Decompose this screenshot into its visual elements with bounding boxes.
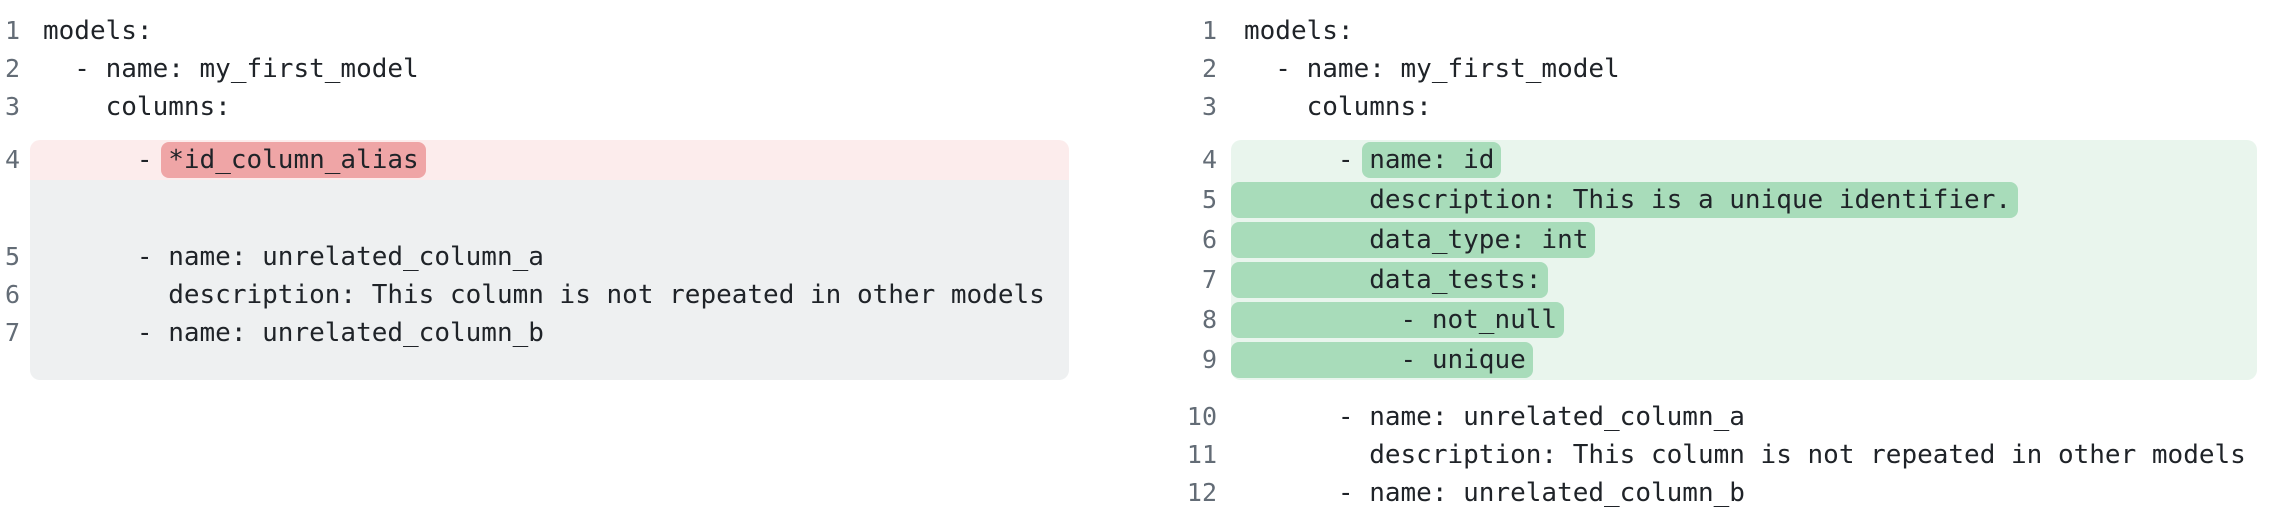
code-line: 5 - name: unrelated_column_a xyxy=(0,238,1139,276)
added-line: 9 - unique xyxy=(1139,340,2278,380)
code-line: 7 - name: unrelated_column_b xyxy=(0,314,1139,352)
code-prefix: - xyxy=(1244,145,1370,175)
code-text: - not_null xyxy=(1231,300,2257,340)
line-number: 3 xyxy=(4,92,20,121)
code-line: 6 description: This column is not repeat… xyxy=(0,276,1139,314)
line-number: 1 xyxy=(4,16,20,45)
code-text: models: xyxy=(43,16,153,46)
line-number-empty xyxy=(0,180,20,220)
line-number: 7 xyxy=(1201,265,1217,294)
line-number: 4 xyxy=(4,145,20,174)
code-line: 1 models: xyxy=(0,12,1139,50)
code-text: - name: id xyxy=(1231,140,2257,180)
code-text: - unique xyxy=(1231,340,2257,380)
diff-pane-before: 1 models: 2 - name: my_first_model 3 col… xyxy=(0,12,1139,512)
line-number: 5 xyxy=(4,242,20,271)
added-line: 8 - not_null xyxy=(1139,300,2278,340)
added-line: 5 description: This is a unique identifi… xyxy=(1139,180,2278,220)
line-number: 2 xyxy=(4,54,20,83)
line-number: 1 xyxy=(1201,16,1217,45)
line-number: 8 xyxy=(1201,305,1217,334)
added-line: 6 data_type: int xyxy=(1139,220,2278,260)
code-text: models: xyxy=(1244,16,1354,46)
added-line: 7 data_tests: xyxy=(1139,260,2278,300)
code-prefix: - xyxy=(43,145,169,175)
code-line: 2 - name: my_first_model xyxy=(1139,50,2278,88)
code-text: - *id_column_alias xyxy=(30,140,1069,180)
added-token: - not_null xyxy=(1231,302,1565,338)
code-text: - name: unrelated_column_b xyxy=(43,318,544,348)
code-line: 3 columns: xyxy=(0,88,1139,126)
added-token: data_tests: xyxy=(1231,262,1549,298)
code-line: 11 description: This column is not repea… xyxy=(1139,436,2278,474)
line-number: 4 xyxy=(1201,145,1217,174)
removed-hunk: 4 - *id_column_alias xyxy=(0,140,1139,380)
diff-view: 1 models: 2 - name: my_first_model 3 col… xyxy=(0,12,2278,512)
collapsed-placeholder-block xyxy=(30,180,1069,380)
code-line: 12 - name: unrelated_column_b xyxy=(1139,474,2278,512)
code-text: - name: unrelated_column_a xyxy=(1244,402,1745,432)
line-number: 6 xyxy=(1201,225,1217,254)
line-number: 10 xyxy=(1186,402,1217,431)
added-token: name: id xyxy=(1362,142,1502,178)
code-text: data_type: int xyxy=(1231,220,2257,260)
line-number: 9 xyxy=(1201,345,1217,374)
collapsed-placeholder xyxy=(0,180,1139,380)
code-text: - name: my_first_model xyxy=(1244,54,1620,84)
added-token: description: This is a unique identifier… xyxy=(1231,182,2019,218)
code-text: data_tests: xyxy=(1231,260,2257,300)
code-line: 2 - name: my_first_model xyxy=(0,50,1139,88)
code-text: columns: xyxy=(43,92,231,122)
code-text: - name: my_first_model xyxy=(43,54,419,84)
line-number: 3 xyxy=(1201,92,1217,121)
code-text: columns: xyxy=(1244,92,1432,122)
line-number: 2 xyxy=(1201,54,1217,83)
line-number: 6 xyxy=(4,280,20,309)
code-line: 1 models: xyxy=(1139,12,2278,50)
line-number: 5 xyxy=(1201,185,1217,214)
removed-line: 4 - *id_column_alias xyxy=(0,140,1139,180)
code-text: description: This column is not repeated… xyxy=(1244,440,2246,470)
line-number: 11 xyxy=(1186,440,1217,469)
line-number: 12 xyxy=(1186,478,1217,507)
code-text: - name: unrelated_column_b xyxy=(1244,478,1745,508)
code-text: description: This is a unique identifier… xyxy=(1231,180,2257,220)
diff-pane-after: 1 models: 2 - name: my_first_model 3 col… xyxy=(1139,12,2278,512)
code-line: 3 columns: xyxy=(1139,88,2278,126)
code-text: description: This column is not repeated… xyxy=(43,280,1045,310)
removed-token: *id_column_alias xyxy=(161,142,426,178)
code-text: - name: unrelated_column_a xyxy=(43,242,544,272)
added-line: 4 - name: id xyxy=(1139,140,2278,180)
added-token: data_type: int xyxy=(1231,222,1596,258)
added-hunk: 4 - name: id 5 description: This is a un… xyxy=(1139,140,2278,380)
code-line: 10 - name: unrelated_column_a xyxy=(1139,398,2278,436)
line-number: 7 xyxy=(4,318,20,347)
added-token: - unique xyxy=(1231,342,1533,378)
